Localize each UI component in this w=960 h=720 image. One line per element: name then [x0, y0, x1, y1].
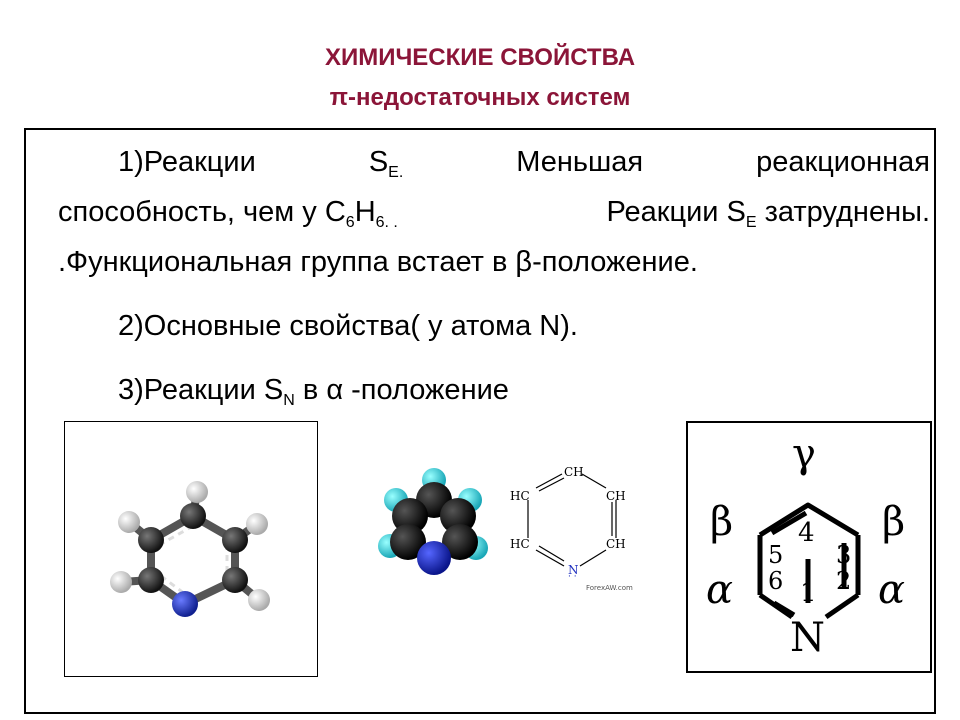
label-position-6: 6	[768, 567, 783, 595]
carbon-atom	[222, 527, 248, 553]
image-credit: ForexAW.com	[586, 584, 633, 592]
hydrogen-atom	[110, 571, 132, 593]
paragraph-1-line-1: 1)Реакции SE. Меньшая реакционная	[118, 142, 930, 193]
hydrogen-atom	[186, 481, 208, 503]
content-frame	[24, 128, 936, 714]
p1-line2-right: Реакции SE затруднены.	[606, 196, 930, 231]
formula-hc-left-bottom: HC	[510, 537, 530, 551]
p1-number: 1)Реакции	[118, 146, 256, 178]
p1-line2-left: способность, чем у С6Н6. .	[58, 196, 398, 231]
carbon-atom	[222, 567, 248, 593]
formula-ch-right-bottom: CH	[606, 537, 626, 551]
label-beta-left: β	[710, 499, 733, 545]
label-position-1: 1	[800, 578, 817, 608]
p1-word-2: реакционная	[756, 146, 930, 178]
formula-nitrogen: N	[568, 563, 579, 577]
pyridine-position-diagram: γ β β α α 4 5 6 3 2 1 N	[686, 421, 932, 673]
label-position-4: 4	[798, 518, 815, 548]
p1-se: SE.	[368, 146, 404, 181]
formula-ch-right-top: CH	[606, 489, 626, 503]
carbon-atom	[138, 567, 164, 593]
label-nitrogen: N	[790, 615, 825, 661]
label-position-3: 3	[836, 541, 851, 569]
carbon-atom	[180, 503, 206, 529]
label-gamma: γ	[792, 431, 816, 477]
label-alpha-right: α	[878, 567, 905, 613]
space-filling-model-image	[374, 466, 490, 580]
ball-and-stick-model-image	[64, 421, 318, 677]
label-alpha-left: α	[706, 567, 733, 613]
label-beta-right: β	[882, 499, 905, 545]
paragraph-3: 3)Реакции SN в α -положение	[118, 374, 509, 409]
slide-subtitle: π-недостаточных систем	[329, 84, 631, 111]
paragraph-2: 2)Основные свойства( у атома N).	[118, 310, 578, 342]
label-position-5: 5	[768, 541, 783, 569]
hydrogen-atom	[246, 513, 268, 535]
hydrogen-atom	[248, 589, 270, 611]
p1-word-1: Меньшая	[516, 146, 644, 178]
svg-text:· ·: · ·	[568, 572, 577, 582]
carbon-atom	[138, 527, 164, 553]
formula-ch-top: CH	[564, 465, 584, 479]
paragraph-1-line-2: способность, чем у С6Н6. . Реакции SE за…	[58, 192, 930, 243]
label-position-2: 2	[836, 567, 851, 595]
structural-formula-image: CH HC CH HC CH N · · ForexAW.com	[506, 460, 636, 592]
alpha-symbol: α	[326, 374, 344, 406]
formula-hc-left-top: HC	[510, 489, 530, 503]
slide-title: ХИМИЧЕСКИЕ СВОЙСТВА	[324, 44, 636, 71]
hydrogen-atom	[118, 511, 140, 533]
nitrogen-atom	[172, 591, 198, 617]
paragraph-1-line-3: .Функциональная группа встает в β-положе…	[58, 246, 698, 278]
